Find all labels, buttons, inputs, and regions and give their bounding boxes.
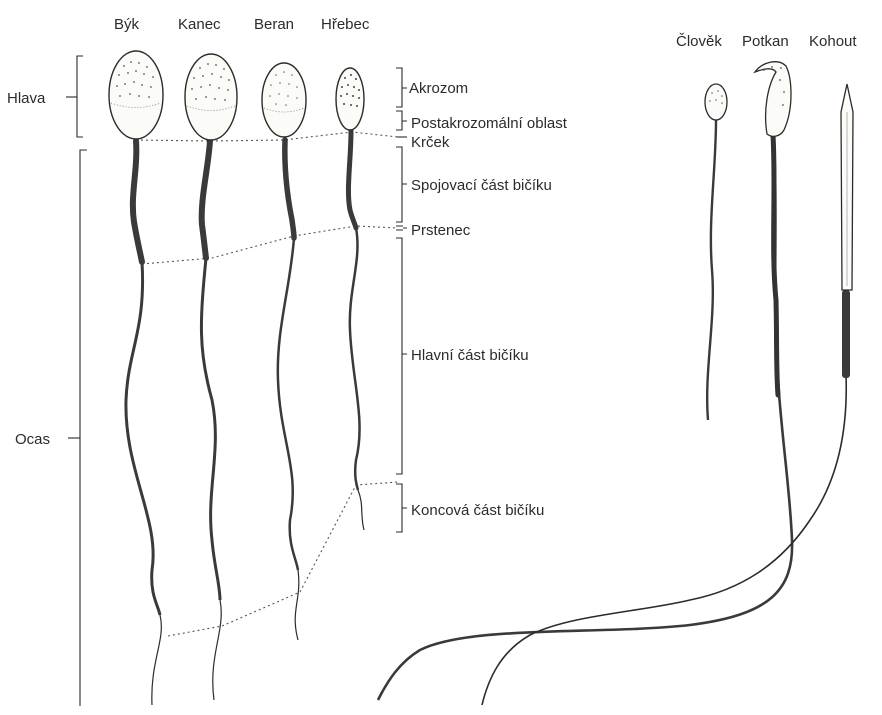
label-krcek: Krček bbox=[411, 134, 450, 151]
beran-midpiece bbox=[285, 140, 294, 238]
annulus-connector bbox=[142, 226, 398, 264]
kanec-head bbox=[185, 54, 237, 140]
label-kanec: Kanec bbox=[178, 16, 221, 33]
kanec-terminal-piece bbox=[213, 600, 221, 700]
hrebec-head bbox=[336, 68, 364, 130]
koncova-bracket bbox=[396, 484, 407, 532]
label-byk: Býk bbox=[114, 16, 140, 33]
kanec-midpiece bbox=[202, 141, 210, 258]
label-ocas: Ocas bbox=[15, 431, 50, 448]
hrebec-terminal-piece bbox=[358, 490, 364, 530]
byk-midpiece bbox=[133, 141, 142, 262]
label-clovek: Člověk bbox=[676, 33, 722, 50]
hrebec-midpiece bbox=[348, 131, 356, 228]
terminal-connector bbox=[168, 482, 398, 636]
akrozom-bracket bbox=[396, 68, 407, 107]
label-koncova: Koncová část bičíku bbox=[411, 502, 544, 519]
label-spojovaci: Spojovací část bičíku bbox=[411, 177, 552, 194]
clovek-head bbox=[705, 84, 727, 120]
sperm-kanec bbox=[185, 54, 237, 700]
label-potkan: Potkan bbox=[742, 33, 789, 50]
label-postakrozomalni: Postakrozomální oblast bbox=[411, 115, 568, 132]
label-kohout: Kohout bbox=[809, 33, 857, 50]
hrebec-principal-piece bbox=[350, 228, 360, 490]
sperm-byk bbox=[109, 51, 163, 705]
beran-principal-piece bbox=[278, 238, 298, 570]
label-hlava: Hlava bbox=[7, 90, 46, 107]
label-hrebec: Hřebec bbox=[321, 16, 370, 33]
label-beran: Beran bbox=[254, 16, 294, 33]
beran-head bbox=[262, 63, 306, 137]
sperm-beran bbox=[262, 63, 306, 640]
kanec-principal-piece bbox=[201, 258, 220, 600]
ocas-bracket bbox=[68, 150, 87, 706]
potkan-head bbox=[755, 62, 791, 137]
clovek-tail bbox=[707, 120, 716, 420]
sperm-clovek bbox=[705, 84, 727, 420]
spojovaci-bracket bbox=[396, 147, 407, 222]
label-prstenec: Prstenec bbox=[411, 222, 471, 239]
hlavni-bracket bbox=[396, 238, 407, 474]
prstenec-tick bbox=[396, 226, 407, 230]
byk-principal-piece bbox=[126, 262, 160, 615]
byk-terminal-piece bbox=[152, 615, 162, 705]
kohout-midpiece bbox=[842, 290, 850, 378]
postakrozomalni-bracket bbox=[396, 111, 407, 130]
neck-connector bbox=[136, 132, 398, 141]
byk-head bbox=[109, 51, 163, 139]
sperm-potkan bbox=[378, 62, 792, 700]
hlava-bracket bbox=[66, 56, 83, 137]
potkan-midpiece bbox=[773, 135, 778, 395]
label-hlavni: Hlavní část bičíku bbox=[411, 347, 529, 364]
sperm-hrebec bbox=[336, 68, 364, 530]
beran-terminal-piece bbox=[295, 570, 299, 640]
connector-lines bbox=[136, 132, 398, 636]
label-akrozom: Akrozom bbox=[409, 80, 468, 97]
